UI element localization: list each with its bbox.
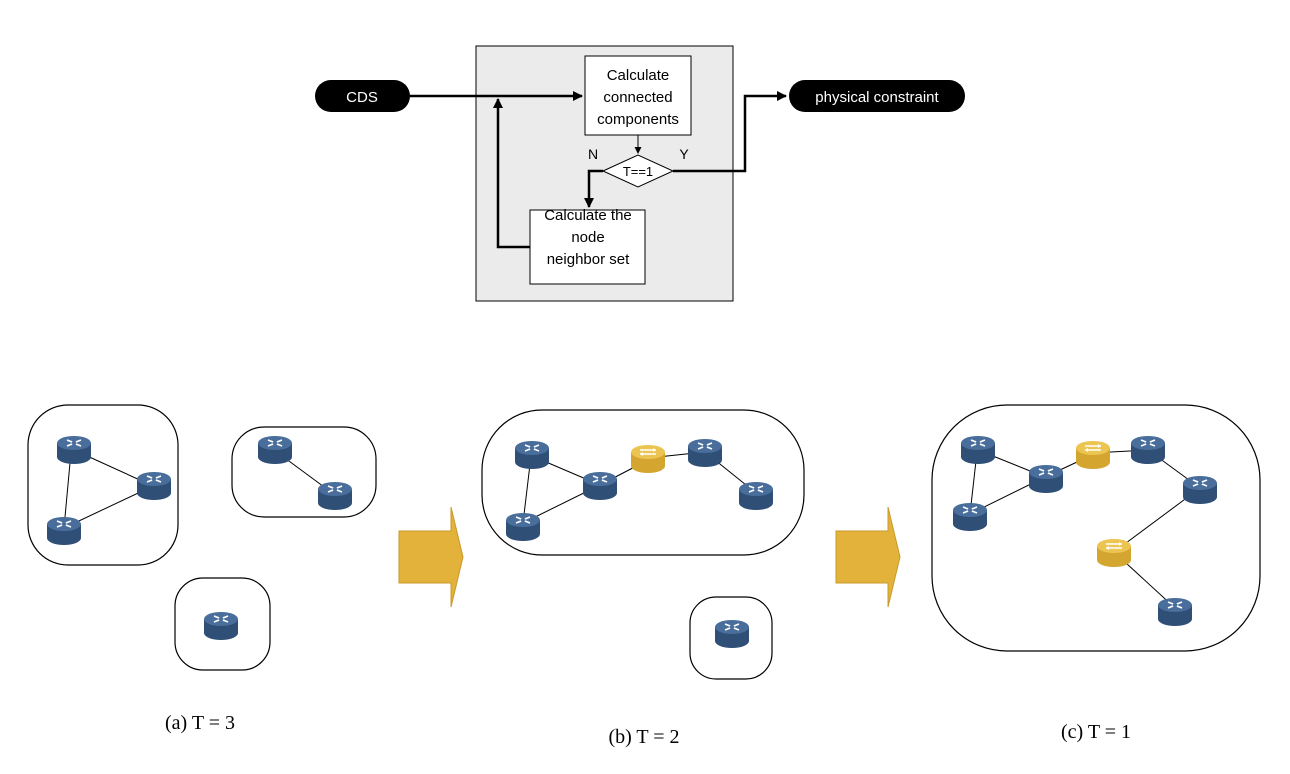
panel-b: (b) T = 2 xyxy=(481,409,805,748)
router-icon xyxy=(257,435,293,465)
yes-branch-label: Y xyxy=(679,146,689,162)
decision-diamond: T==1 xyxy=(601,154,675,188)
router-icon xyxy=(582,471,618,501)
step-arrow-icon xyxy=(835,506,901,608)
highlighted-router-icon xyxy=(1096,538,1132,568)
process1-line-1: Calculate xyxy=(607,67,670,84)
step-arrow-icon xyxy=(398,506,464,608)
process2-line-1: Calculate the xyxy=(544,207,632,224)
process2-line-3: neighbor set xyxy=(547,251,630,268)
caption-b: (b) T = 2 xyxy=(608,726,679,748)
router-icon xyxy=(960,435,996,465)
flowchart: CDS physical constraint Calculate connec… xyxy=(315,45,965,302)
router-icon xyxy=(738,481,774,511)
process2-line-2: node xyxy=(571,229,604,246)
highlighted-router-icon xyxy=(630,444,666,474)
connector-yes-to-end xyxy=(673,91,787,173)
end-terminal-label: physical constraint xyxy=(815,89,939,106)
router-icon xyxy=(505,512,541,542)
component-boundary xyxy=(481,409,805,556)
panel-c: (c) T = 1 xyxy=(931,404,1261,743)
router-icon xyxy=(1182,475,1218,505)
start-terminal-label: CDS xyxy=(346,89,378,106)
router-icon xyxy=(1028,464,1064,494)
no-branch-label: N xyxy=(588,146,598,162)
router-icon xyxy=(687,438,723,468)
process-connected-components: Calculate connected components xyxy=(584,55,692,136)
router-icon xyxy=(203,611,239,641)
router-icon xyxy=(56,435,92,465)
end-terminal: physical constraint xyxy=(789,80,965,112)
process-neighbor-set: Calculate the node neighbor set xyxy=(529,207,646,285)
caption-c: (c) T = 1 xyxy=(1061,721,1131,743)
panel-a: (a) T = 3 xyxy=(27,404,377,734)
router-icon xyxy=(46,516,82,546)
caption-a: (a) T = 3 xyxy=(165,712,235,734)
connector-loop-back xyxy=(493,98,530,249)
router-icon xyxy=(514,440,550,470)
component-boundary xyxy=(231,426,377,518)
process1-line-2: connected xyxy=(603,89,672,106)
highlighted-router-icon xyxy=(1075,440,1111,470)
router-icon xyxy=(317,481,353,511)
router-icon xyxy=(714,619,750,649)
component-boundary xyxy=(689,596,773,680)
component-boundary xyxy=(174,577,271,671)
process1-line-3: components xyxy=(597,111,679,128)
component-boundary xyxy=(931,404,1261,652)
router-icon xyxy=(1157,597,1193,627)
start-terminal: CDS xyxy=(315,80,410,112)
router-icon xyxy=(952,502,988,532)
router-icon xyxy=(136,471,172,501)
link xyxy=(63,451,72,529)
connector-no-to-neighbor xyxy=(584,169,603,208)
component-boundary xyxy=(27,404,179,566)
decision-label: T==1 xyxy=(623,164,653,179)
router-icon xyxy=(1130,435,1166,465)
